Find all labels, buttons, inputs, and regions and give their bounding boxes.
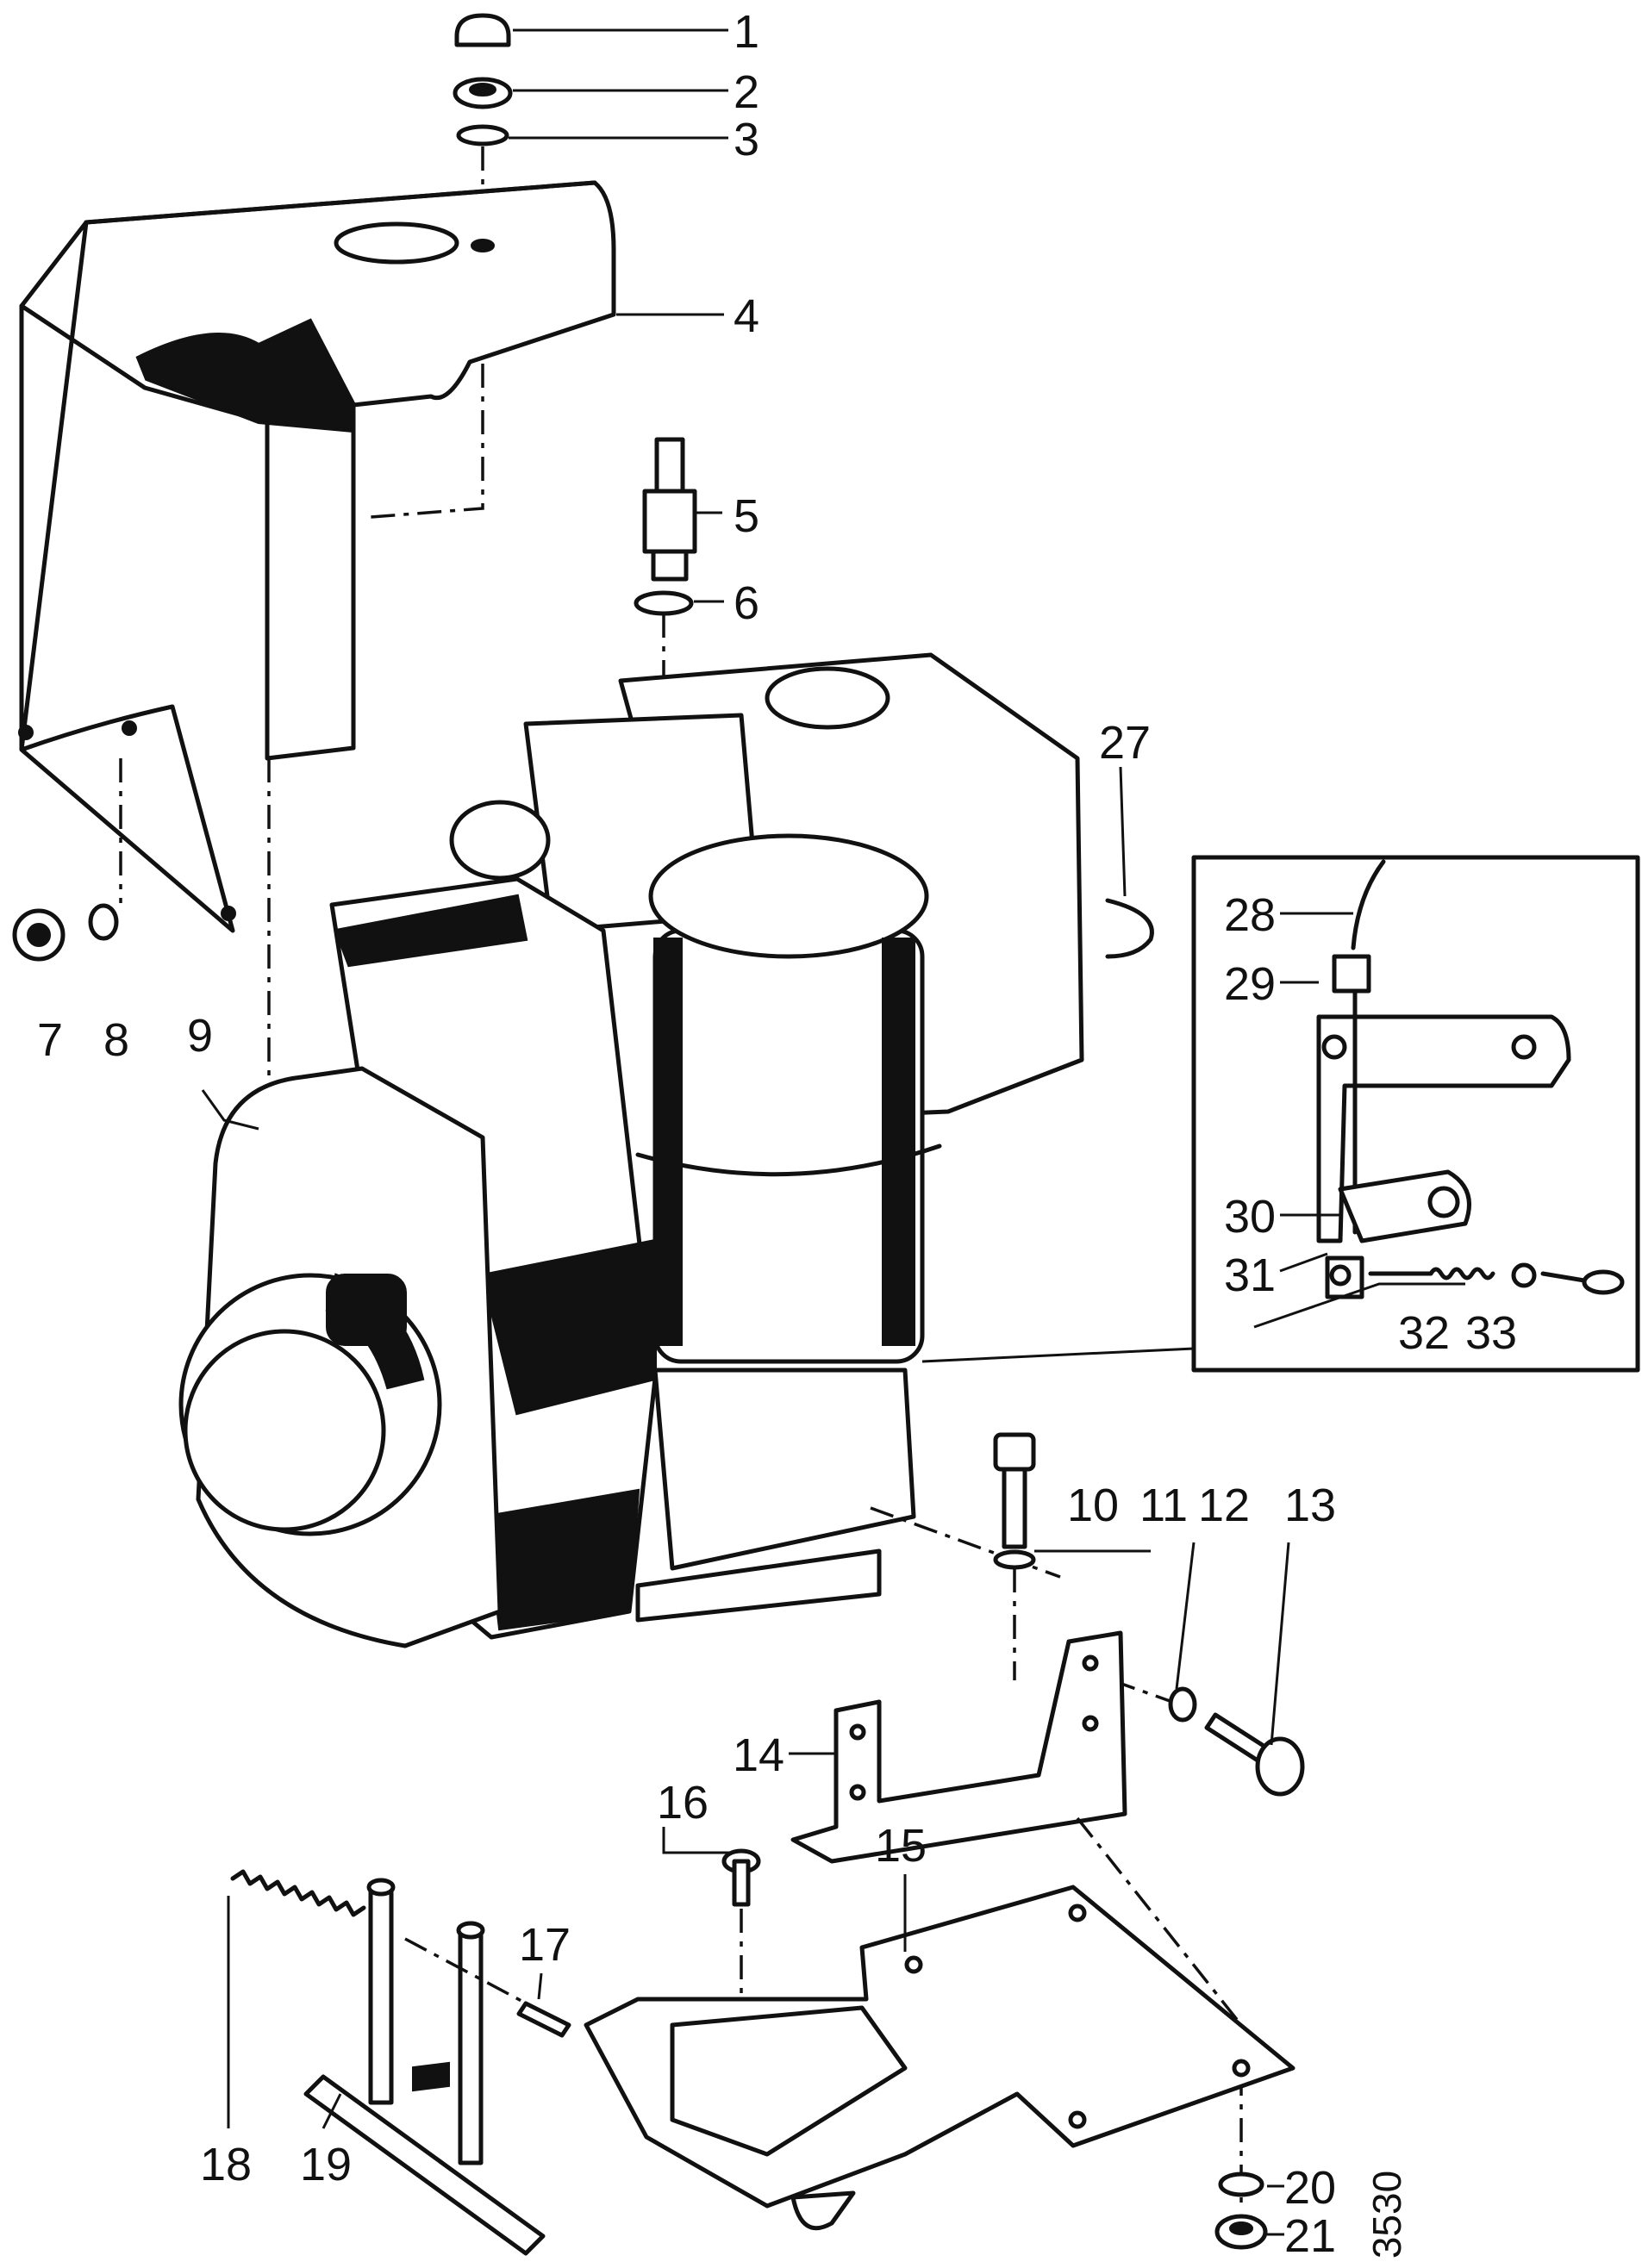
callout-13: 13 (1284, 1480, 1336, 1531)
callout-16: 16 (657, 1777, 709, 1829)
leader-lines (201, 28, 1465, 2236)
cover-shroud-part (18, 180, 616, 933)
base-plate-part (584, 1885, 1295, 2231)
lock-washer-part (993, 1549, 1036, 1570)
washer-part-top (456, 124, 509, 146)
callout-19: 19 (300, 2139, 352, 2190)
throttle-inset-panel (1191, 855, 1640, 1373)
callout-18: 18 (200, 2139, 252, 2190)
callout-29: 29 (1224, 958, 1276, 1010)
callout-2: 2 (734, 66, 759, 118)
pin-part (516, 2001, 571, 2038)
callout-33: 33 (1465, 1307, 1517, 1359)
mounting-bracket-part (790, 1630, 1127, 1864)
callout-17: 17 (519, 1919, 571, 1971)
callout-28: 28 (1224, 889, 1276, 941)
spring-part (230, 1869, 366, 1917)
callout-4: 4 (734, 290, 759, 342)
engine-assembly (178, 652, 1084, 1648)
callout-27: 27 (1099, 717, 1151, 769)
callout-9: 9 (187, 1010, 213, 1062)
callout-8: 8 (103, 1014, 129, 1066)
callout-14: 14 (733, 1729, 784, 1781)
callout-3: 3 (734, 114, 759, 165)
nut-part-bottom (1214, 2214, 1268, 2250)
callout-11: 11 (1139, 1480, 1188, 1531)
nut-part-side (12, 908, 66, 962)
callout-31: 31 (1224, 1249, 1276, 1301)
callout-7: 7 (37, 1014, 63, 1066)
callout-5: 5 (734, 490, 759, 542)
lock-washer-part-bottom (1218, 2171, 1264, 2197)
callout-21: 21 (1284, 2210, 1336, 2262)
washer-part-side (88, 903, 119, 941)
callout-20: 20 (1284, 2162, 1336, 2214)
callout-12: 12 (1198, 1480, 1250, 1531)
callout-30: 30 (1224, 1191, 1276, 1243)
rivet-part (721, 1848, 761, 1907)
callout-15: 15 (875, 1820, 927, 1872)
figure-code: 3530 (1364, 2171, 1409, 2259)
washer-part-horizontal (1168, 1686, 1197, 1723)
cap-nut-part (454, 13, 511, 47)
bolt-part-vertical (993, 1432, 1036, 1549)
washer-part-plug (634, 590, 694, 616)
callout-10: 10 (1067, 1480, 1119, 1531)
callout-1: 1 (734, 6, 759, 58)
spark-plug-part (642, 437, 697, 582)
lever-part (303, 1878, 546, 2256)
callout-32: 32 (1398, 1307, 1450, 1359)
bolt-part-horizontal (1204, 1712, 1305, 1797)
callout-6: 6 (734, 577, 759, 629)
hex-nut-part (453, 77, 513, 109)
